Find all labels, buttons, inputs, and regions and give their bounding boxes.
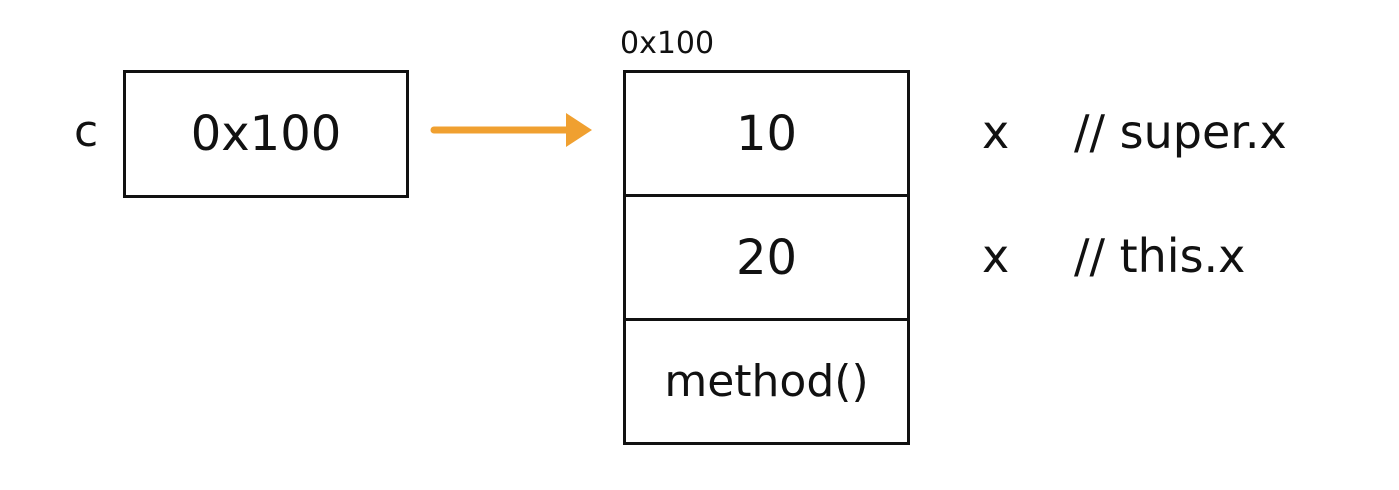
cell-value: 20: [735, 229, 798, 286]
cell-value: 10: [735, 105, 798, 162]
cell-value: method(): [664, 356, 869, 407]
field-name: x: [982, 229, 1010, 283]
variable-name-label: c: [74, 106, 99, 157]
object-cell-super-x: 10: [626, 73, 907, 197]
field-note-this-x: x // this.x: [982, 226, 1245, 286]
reference-value: 0x100: [190, 106, 342, 162]
field-comment: // super.x: [1074, 105, 1287, 159]
reference-value-box: 0x100: [123, 70, 409, 198]
object-cell-method: method(): [626, 321, 907, 442]
object-address-label: 0x100: [620, 26, 715, 61]
object-cell-this-x: 20: [626, 197, 907, 321]
heap-object: 10 20 method(): [623, 70, 910, 445]
field-comment: // this.x: [1074, 229, 1246, 283]
field-name: x: [982, 105, 1010, 159]
pointer-arrow-icon: [430, 113, 592, 147]
field-note-super-x: x // super.x: [982, 102, 1287, 162]
